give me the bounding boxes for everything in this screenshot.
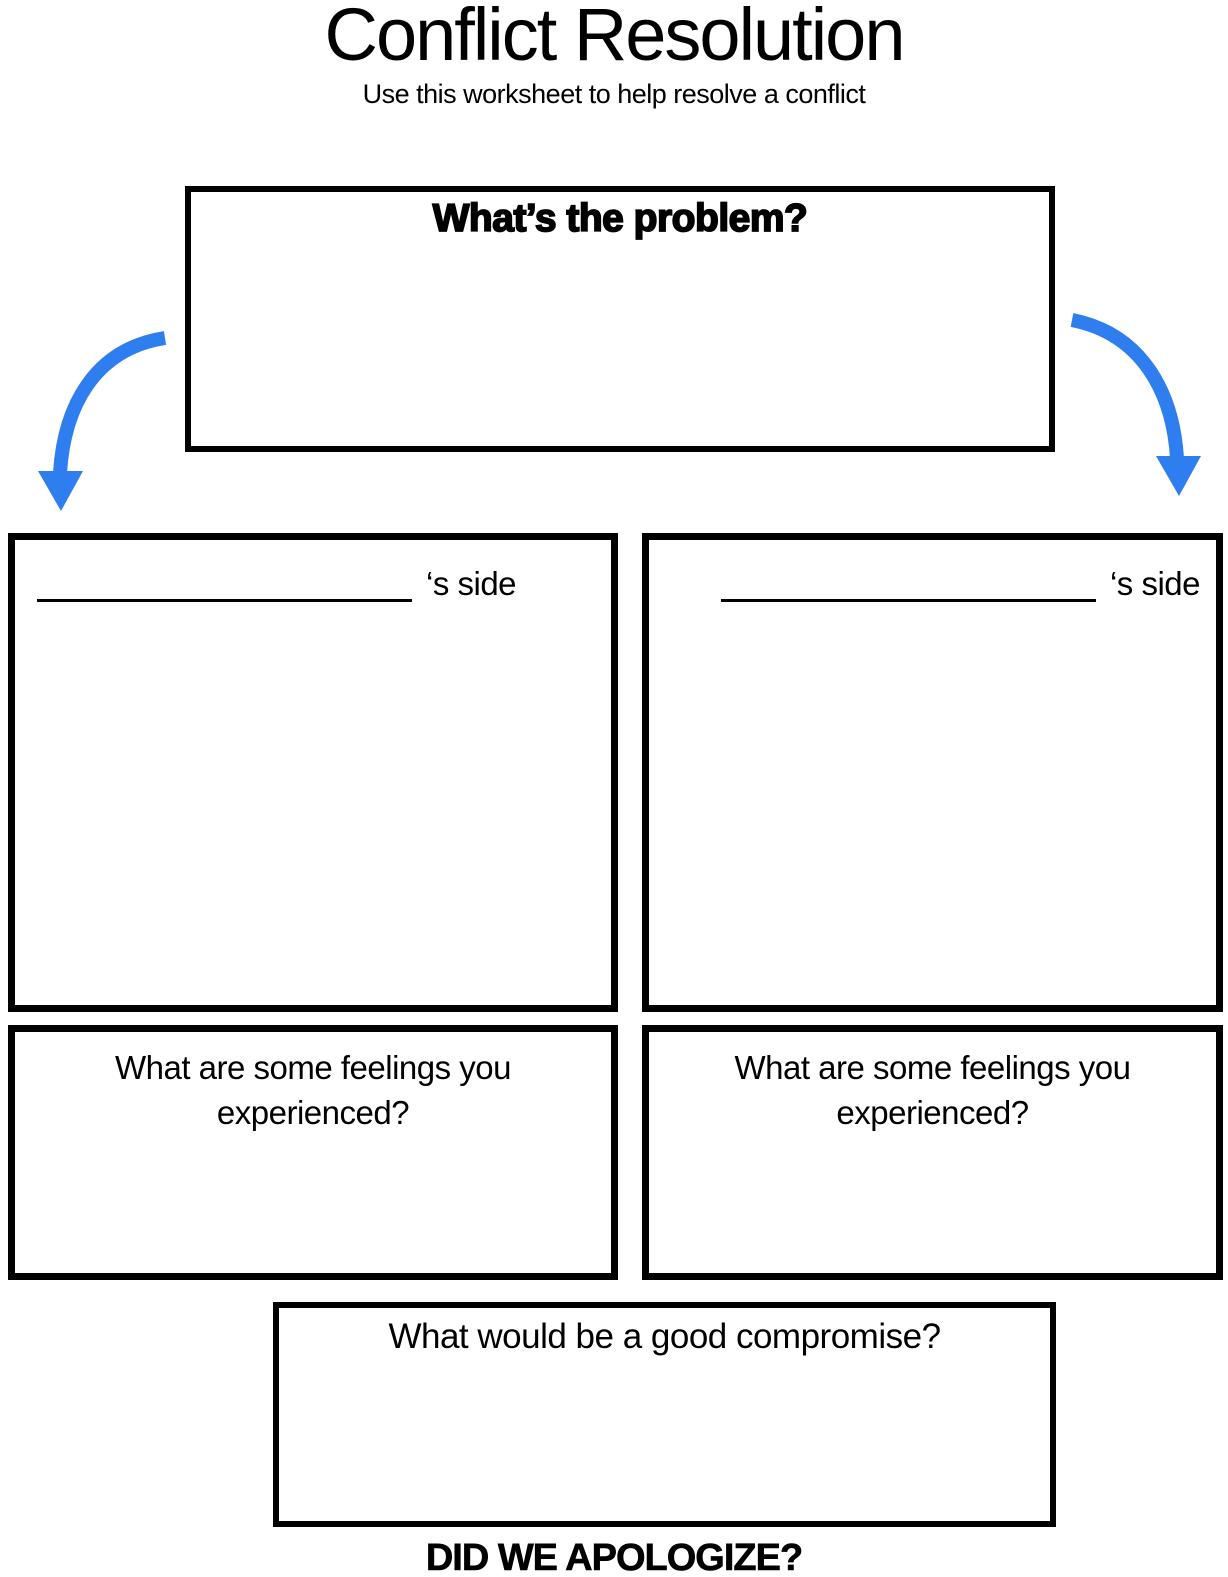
left-feelings-writing-area[interactable]	[15, 1135, 611, 1273]
compromise-writing-area[interactable]	[279, 1357, 1050, 1521]
right-side-box: ‘s side	[642, 533, 1223, 1012]
left-side-writing-area[interactable]	[15, 602, 611, 1005]
page-subtitle: Use this worksheet to help resolve a con…	[362, 79, 866, 109]
left-side-label: ‘s side	[426, 565, 517, 602]
compromise-box: What would be a good compromise?	[273, 1302, 1056, 1527]
compromise-box-heading: What would be a good compromise?	[388, 1317, 941, 1356]
left-feelings-question: What are some feelings you experienced?	[114, 1049, 512, 1131]
curved-arrow-down-right-icon	[1070, 313, 1201, 496]
right-side-writing-area[interactable]	[649, 602, 1216, 1005]
left-side-box: ‘s side	[8, 533, 618, 1012]
problem-writing-area[interactable]	[191, 241, 1049, 446]
problem-box: What’s the problem?	[185, 186, 1055, 452]
problem-box-heading: What’s the problem?	[432, 196, 809, 241]
right-side-header: ‘s side	[649, 565, 1216, 603]
right-side-label: ‘s side	[1109, 565, 1201, 602]
right-feelings-box: What are some feelings you experienced?	[642, 1025, 1223, 1280]
apologize-question: DID WE APOLOGIZE?	[425, 1537, 804, 1577]
left-feelings-box: What are some feelings you experienced?	[8, 1025, 618, 1280]
left-name-blank-line[interactable]	[37, 566, 412, 603]
right-feelings-writing-area[interactable]	[649, 1135, 1216, 1273]
curved-arrow-down-left-icon	[38, 331, 167, 511]
right-feelings-question: What are some feelings you experienced?	[734, 1049, 1131, 1131]
right-name-blank-line[interactable]	[720, 566, 1096, 603]
left-side-header: ‘s side	[15, 565, 611, 603]
page-title: Conflict Resolution	[324, 0, 906, 76]
